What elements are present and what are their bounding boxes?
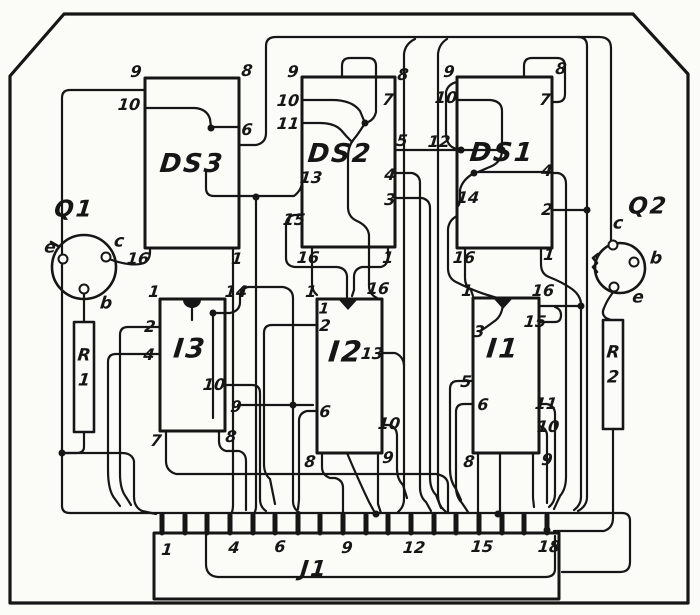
q1-terminal-b [78, 283, 90, 295]
q2-case-jag [591, 252, 600, 274]
j1-connector-box [152, 531, 561, 601]
i1-notch [494, 299, 512, 309]
i3-box [158, 297, 227, 433]
i3-notch [183, 300, 201, 308]
j1-pin-stubs [159, 512, 550, 536]
junction-dots [58, 119, 591, 534]
q1-terminal-e [57, 253, 69, 265]
q2-terminal-e [608, 281, 620, 293]
q1-body [50, 233, 118, 301]
wires [60, 35, 632, 579]
ds1-box [455, 75, 554, 250]
q2-terminal-b [628, 256, 640, 268]
r2-box [601, 318, 625, 431]
r1-box [72, 320, 96, 434]
q2-body [593, 241, 647, 295]
q1-terminal-c [100, 251, 112, 263]
q1-case-tab [49, 240, 60, 248]
i2-box [315, 297, 384, 455]
i2-notch [339, 300, 357, 310]
i1-box [471, 296, 541, 455]
q2-terminal-c [607, 239, 619, 251]
ds3-box [143, 76, 241, 250]
board-outline [8, 12, 690, 605]
ds2-box [300, 75, 397, 249]
